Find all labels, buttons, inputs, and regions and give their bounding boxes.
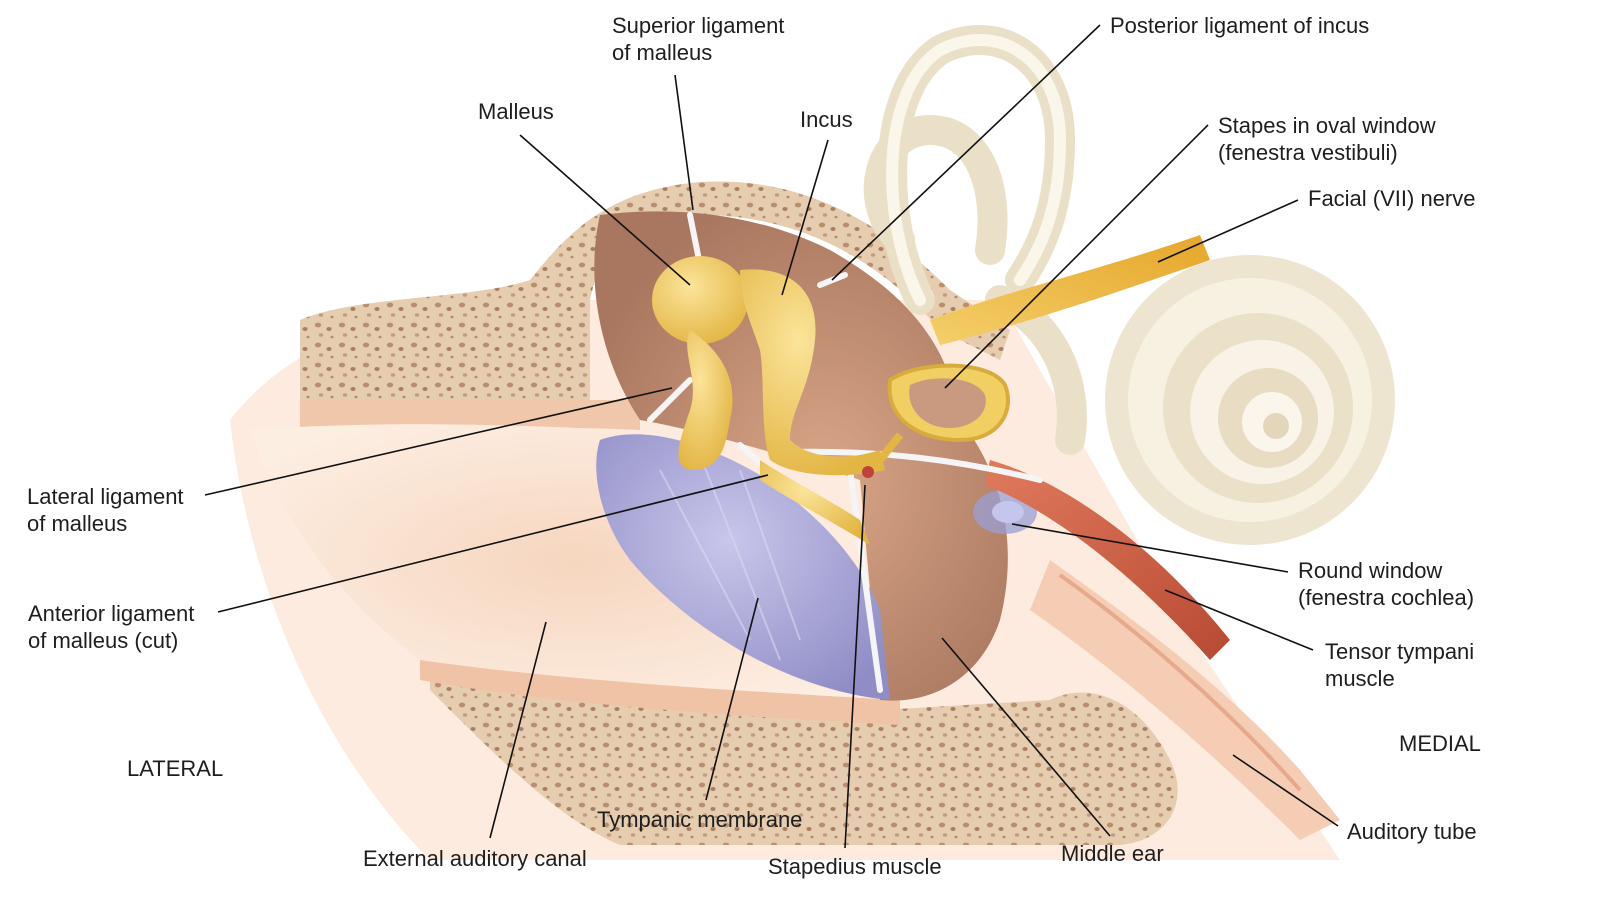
auditory-tube-shape bbox=[1030, 560, 1340, 840]
label-external-canal: External auditory canal bbox=[363, 846, 587, 871]
ossicles bbox=[652, 256, 885, 545]
label-stapes-line1: Stapes in oval window bbox=[1218, 113, 1436, 138]
label-round-window: Round window (fenestra cochlea) bbox=[1298, 557, 1474, 611]
stapes bbox=[876, 363, 1010, 463]
label-stapes: Stapes in oval window (fenestra vestibul… bbox=[1218, 112, 1436, 166]
label-tensor-tympani-line1: Tensor tympani bbox=[1325, 639, 1475, 664]
label-tensor-tympani: Tensor tympani muscle bbox=[1325, 638, 1474, 692]
temporal-bone-lower bbox=[430, 660, 1178, 845]
label-facial-nerve: Facial (VII) nerve bbox=[1308, 186, 1476, 211]
stapedius-tip bbox=[862, 466, 874, 478]
label-superior-ligament-line1: Superior ligament bbox=[612, 13, 785, 38]
label-anterior-ligament-line2: of malleus (cut) bbox=[28, 628, 179, 653]
label-stapedius: Stapedius muscle bbox=[768, 854, 942, 879]
tensor-tympani-shape bbox=[985, 460, 1230, 660]
label-malleus: Malleus bbox=[478, 99, 554, 124]
label-superior-ligament: Superior ligament of malleus bbox=[612, 12, 784, 66]
label-posterior-ligament: Posterior ligament of incus bbox=[1110, 13, 1370, 38]
label-anterior-ligament-line1: Anterior ligament bbox=[28, 601, 195, 626]
label-middle-ear: Middle ear bbox=[1061, 841, 1164, 866]
label-round-window-line1: Round window bbox=[1298, 558, 1443, 583]
leader-lines bbox=[204, 24, 1339, 849]
label-tensor-tympani-line2: muscle bbox=[1325, 666, 1395, 691]
label-lateral-ligament-line2: of malleus bbox=[27, 511, 128, 536]
temporal-bone-upper bbox=[300, 181, 1010, 400]
label-incus: Incus bbox=[800, 107, 853, 132]
label-round-window-line2: (fenestra cochlea) bbox=[1298, 585, 1475, 610]
label-auditory-tube: Auditory tube bbox=[1347, 819, 1477, 844]
facial-nerve-shape bbox=[930, 235, 1210, 345]
label-superior-ligament-line2: of malleus bbox=[612, 40, 713, 65]
cochlea bbox=[1105, 255, 1395, 545]
label-stapes-line2: (fenestra vestibuli) bbox=[1218, 140, 1398, 165]
label-lateral-ligament: Lateral ligament of malleus bbox=[27, 483, 184, 537]
label-lateral: LATERAL bbox=[127, 756, 224, 781]
label-lateral-ligament-line1: Lateral ligament bbox=[27, 484, 184, 509]
label-tympanic-membrane: Tympanic membrane bbox=[597, 807, 803, 832]
label-anterior-ligament: Anterior ligament of malleus (cut) bbox=[28, 600, 194, 654]
label-medial: MEDIAL bbox=[1399, 731, 1481, 756]
